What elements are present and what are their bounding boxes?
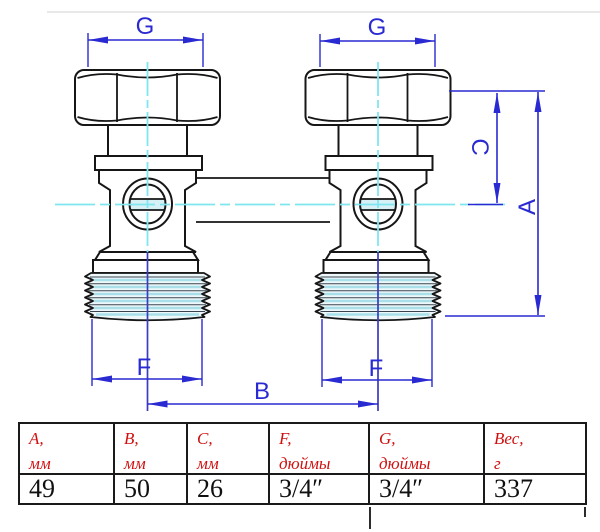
connecting-bar: [196, 177, 330, 223]
dimension-label-g-right: G: [368, 14, 387, 41]
dimension-label-f-left: F: [137, 354, 152, 381]
spec-value-f: 3/4″: [270, 475, 370, 503]
dimension-f-right: F: [321, 319, 433, 387]
table-row-stubs: [369, 507, 586, 529]
centerlines: [55, 62, 505, 411]
dimension-label-b: B: [254, 378, 270, 405]
dimension-f-left: F: [91, 319, 203, 386]
spec-header-weight: Вес, г: [485, 424, 585, 475]
spec-header-a: A, мм: [20, 424, 115, 475]
dimension-c-a: C A: [445, 90, 545, 317]
spec-value-b: 50: [115, 475, 188, 503]
dimension-label-g-left: G: [136, 13, 155, 40]
dimension-label-c: C: [466, 138, 493, 155]
spec-header-g: G, дюймы: [370, 424, 485, 475]
dimension-g-left: G: [87, 13, 204, 67]
dimension-g-right: G: [319, 14, 436, 67]
specs-table: A, мм B, мм C, мм F, дюймы G, дюймы Вес,…: [18, 422, 587, 505]
spec-value-g: 3/4″: [370, 475, 485, 503]
spec-header-b: B, мм: [115, 424, 188, 475]
spec-header-c: C, мм: [188, 424, 270, 475]
spec-header-f: F, дюймы: [270, 424, 370, 475]
dimension-label-f-right: F: [369, 355, 384, 382]
spec-value-weight: 337: [494, 475, 533, 503]
dimension-b: B: [147, 378, 378, 408]
spec-value-a: 49: [20, 475, 115, 503]
dimension-label-a: A: [514, 199, 541, 215]
spec-value-c: 26: [188, 475, 270, 503]
